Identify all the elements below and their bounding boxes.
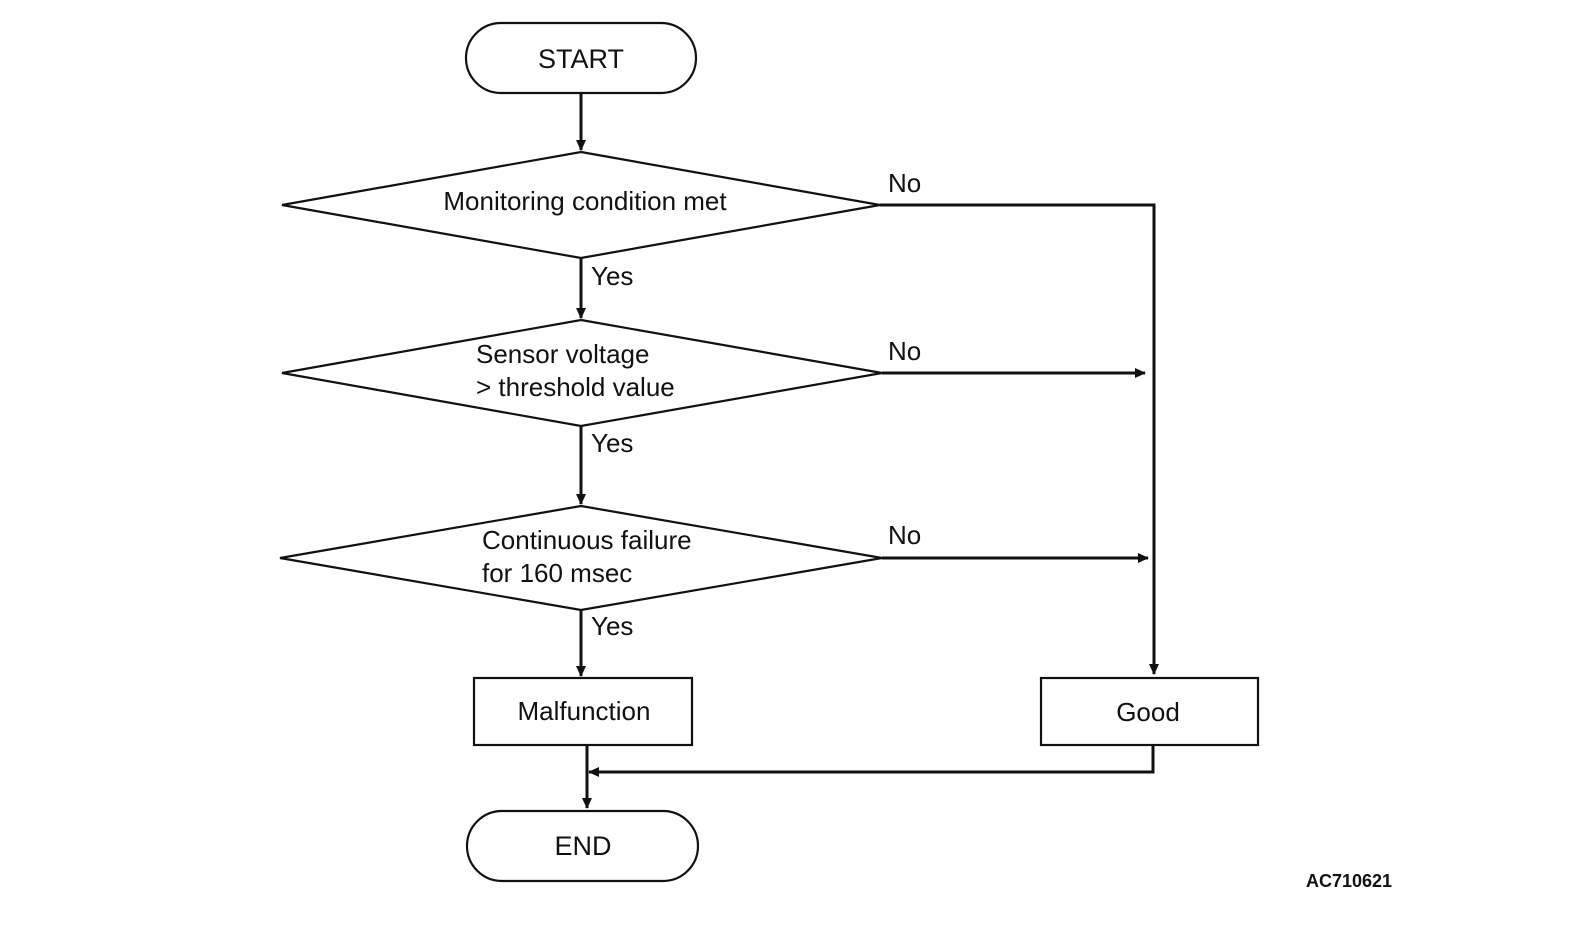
decision-continuous-failure: Continuous failure for 160 msec — [279, 504, 883, 612]
decision-3-line-2: for 160 msec — [482, 558, 632, 588]
decision-2-no-label: No — [888, 336, 921, 366]
malfunction-box: Malfunction — [472, 676, 694, 747]
decision-3-yes-label: Yes — [591, 611, 633, 641]
decision-sensor-voltage: Sensor voltage > threshold value — [281, 318, 883, 428]
decision-2-line-1: Sensor voltage — [476, 339, 649, 369]
decision-1-line-1: Monitoring condition met — [443, 186, 727, 216]
decision-1-yes-label: Yes — [591, 261, 633, 291]
decision-1-no-label: No — [888, 168, 921, 198]
end-terminal: END — [465, 809, 700, 883]
start-label: START — [538, 44, 624, 74]
start-terminal: START — [464, 21, 698, 95]
good-box: Good — [1039, 676, 1260, 747]
good-label: Good — [1116, 697, 1180, 727]
end-label: END — [554, 831, 611, 861]
decision-monitoring-condition: Monitoring condition met — [281, 150, 881, 260]
decision-3-no-label: No — [888, 520, 921, 550]
decision-3-line-1: Continuous failure — [482, 525, 692, 555]
connector-d1-no-to-good — [880, 203, 1159, 675]
decision-2-line-2: > threshold value — [476, 372, 675, 402]
connector-good-to-merge — [588, 745, 1155, 777]
figure-reference-code: AC710621 — [1306, 871, 1392, 891]
decision-2-yes-label: Yes — [591, 428, 633, 458]
malfunction-label: Malfunction — [518, 696, 651, 726]
